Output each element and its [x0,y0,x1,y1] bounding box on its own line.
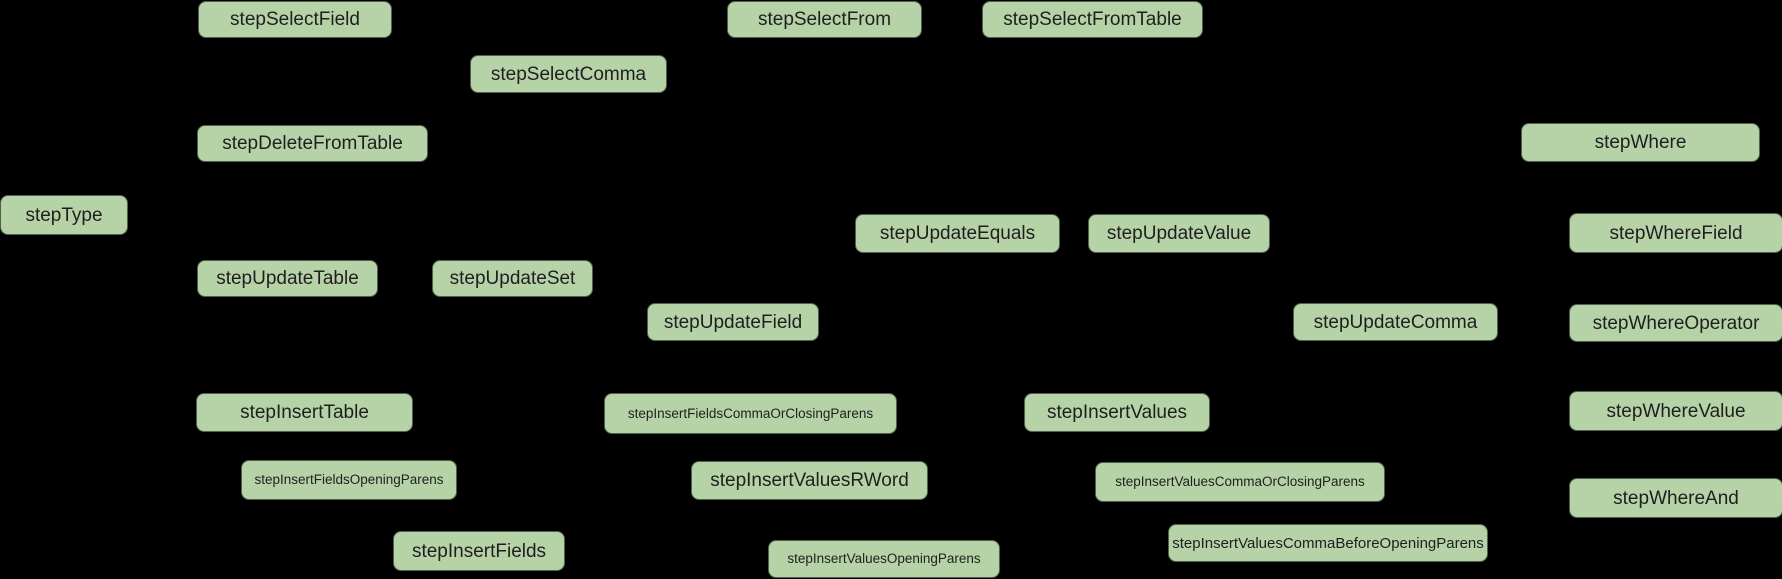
node-step-insert-values-comma-or-closing-parens: stepInsertValuesCommaOrClosingParens [1095,462,1385,502]
node-step-select-field: stepSelectField [198,1,392,38]
node-step-update-comma: stepUpdateComma [1293,303,1498,341]
node-step-where-and: stepWhereAnd [1569,478,1782,518]
node-step-update-field: stepUpdateField [647,303,819,341]
node-step-where-value: stepWhereValue [1569,391,1782,431]
node-step-insert-fields: stepInsertFields [393,531,565,571]
node-step-insert-values: stepInsertValues [1024,393,1210,432]
node-step-insert-values-opening-parens: stepInsertValuesOpeningParens [768,540,1000,578]
node-step-where-field: stepWhereField [1569,213,1782,253]
node-step-where: stepWhere [1521,123,1760,162]
node-step-where-operator: stepWhereOperator [1569,304,1782,342]
node-step-delete-from-table: stepDeleteFromTable [197,125,428,162]
node-step-update-set: stepUpdateSet [432,260,593,297]
node-step-update-table: stepUpdateTable [197,260,378,297]
node-step-insert-table: stepInsertTable [196,393,413,432]
node-step-insert-fields-opening-parens: stepInsertFieldsOpeningParens [241,460,457,500]
node-step-select-comma: stepSelectComma [470,55,667,93]
node-step-insert-values-r-word: stepInsertValuesRWord [691,461,928,500]
node-step-update-value: stepUpdateValue [1088,214,1270,253]
node-step-type: stepType [0,195,128,235]
node-step-update-equals: stepUpdateEquals [855,214,1060,253]
node-step-select-from: stepSelectFrom [727,1,922,38]
node-step-select-from-table: stepSelectFromTable [982,1,1203,38]
node-step-insert-fields-comma-or-closing-parens: stepInsertFieldsCommaOrClosingParens [604,393,897,434]
node-step-insert-values-comma-before-opening-parens: stepInsertValuesCommaBeforeOpeningParens [1168,524,1488,562]
